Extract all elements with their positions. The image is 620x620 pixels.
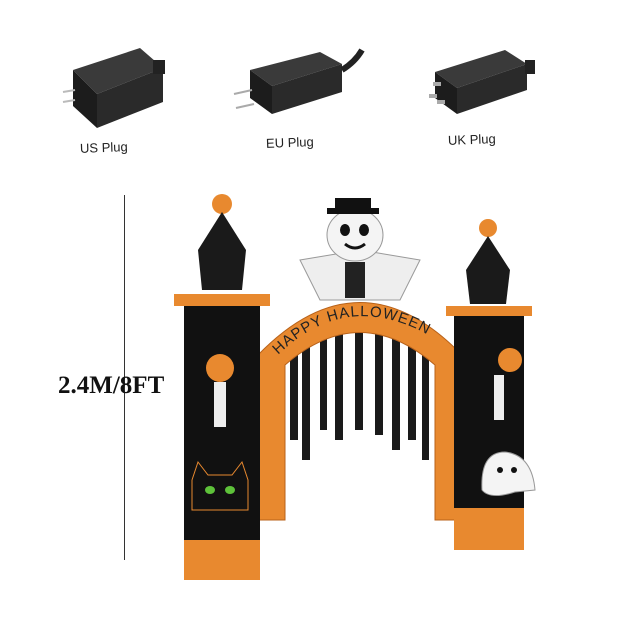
height-label: 2.4M/8FT <box>58 372 165 399</box>
height-dimension-line <box>124 195 125 560</box>
uk-plug-label: UK Plug <box>447 131 496 148</box>
right-pillar <box>446 219 536 550</box>
skeleton-ghost <box>299 198 421 301</box>
uk-plug-adapter-icon <box>429 50 535 114</box>
halloween-arch-inflatable: HAPPY HALLOWEEN <box>174 194 536 580</box>
us-plug-label: US Plug <box>79 139 128 156</box>
us-plug-adapter-icon <box>62 48 165 128</box>
black-streamers <box>290 330 429 460</box>
eu-plug-adapter-icon <box>233 48 365 114</box>
eu-plug-label: EU Plug <box>265 134 314 151</box>
left-pillar <box>174 194 270 580</box>
